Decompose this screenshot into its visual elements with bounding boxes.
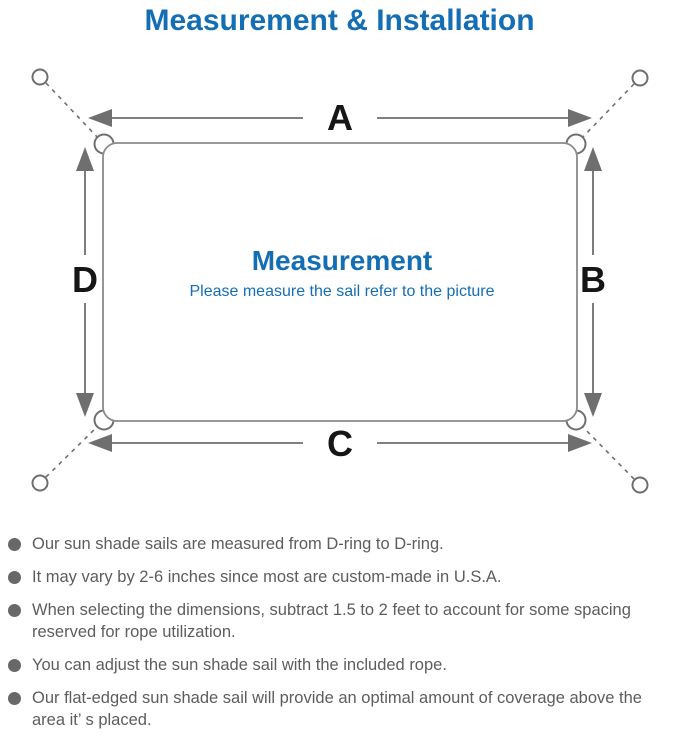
bullet-dot-icon [8, 604, 21, 617]
note-item: It may vary by 2-6 inches since most are… [8, 566, 673, 588]
note-text: You can adjust the sun shade sail with t… [32, 656, 447, 674]
anchor-line-top-left [45, 82, 101, 141]
anchor-point-bottom-right-icon [631, 476, 649, 494]
dimension-label-b: B [580, 259, 606, 300]
anchor-point-top-right-icon [631, 69, 649, 87]
notes-list: Our sun shade sails are measured from D-… [0, 505, 679, 731]
bullet-dot-icon [8, 571, 21, 584]
diagram-center-title: Measurement [252, 245, 433, 276]
note-text: Our sun shade sails are measured from D-… [32, 535, 444, 553]
anchor-line-bottom-left [45, 423, 101, 478]
dimension-label-a: A [327, 97, 353, 138]
dimension-label-c: C [327, 423, 353, 464]
note-text: It may vary by 2-6 inches since most are… [32, 568, 502, 586]
dimension-arrow-c [88, 434, 592, 452]
bullet-dot-icon [8, 538, 21, 551]
anchor-line-bottom-right [579, 423, 635, 480]
page-title: Measurement & Installation [144, 4, 535, 37]
dimension-arrow-b [584, 147, 602, 417]
sail-outline [102, 142, 578, 422]
anchor-point-bottom-left-icon [31, 474, 49, 492]
anchor-point-top-left-icon [31, 68, 49, 86]
note-item: You can adjust the sun shade sail with t… [8, 654, 673, 676]
bullet-dot-icon [8, 692, 21, 705]
measurement-diagram: A C D B Measurement Please measure the s… [31, 68, 649, 494]
dimension-arrow-a [88, 109, 592, 127]
dimension-label-d: D [72, 259, 98, 300]
dimension-arrow-d [76, 147, 94, 417]
note-text: Our flat-edged sun shade sail will provi… [32, 689, 642, 729]
note-item: When selecting the dimensions, subtract … [8, 599, 673, 643]
diagram-center-subtitle: Please measure the sail refer to the pic… [189, 283, 494, 300]
anchor-line-top-right [579, 83, 635, 141]
note-item: Our sun shade sails are measured from D-… [8, 533, 673, 555]
note-text: When selecting the dimensions, subtract … [32, 601, 631, 641]
bullet-dot-icon [8, 659, 21, 672]
note-item: Our flat-edged sun shade sail will provi… [8, 687, 673, 731]
